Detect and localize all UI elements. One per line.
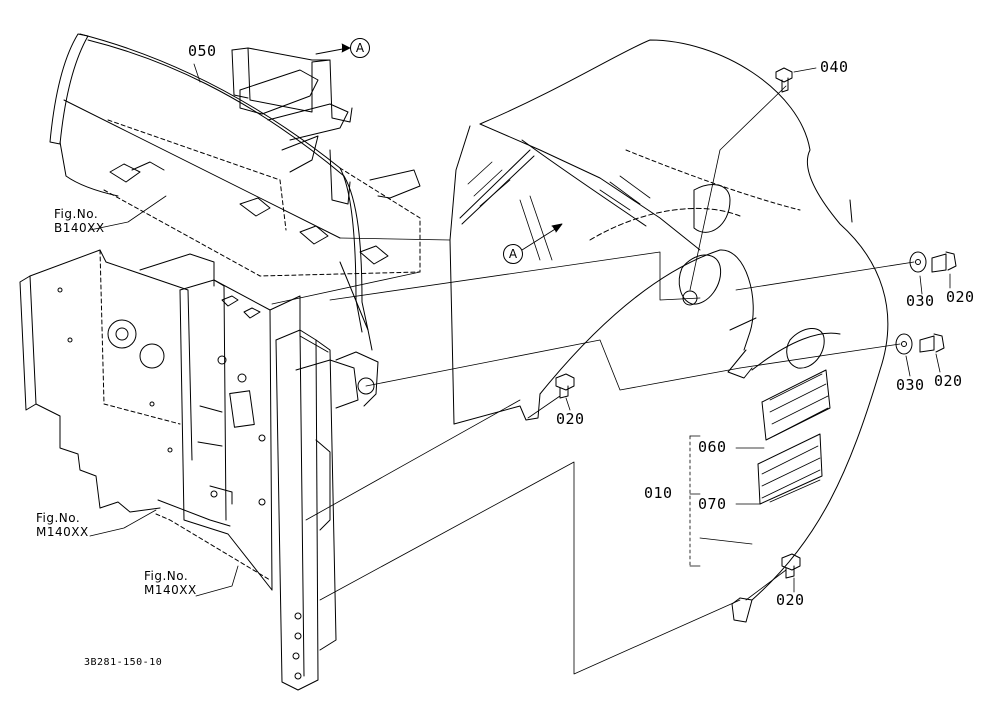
fig-ref-m140-bottom-label: Fig.No. xyxy=(144,569,189,583)
fig-ref-b140: Fig.No. B140XX xyxy=(54,207,105,236)
trim-seal-050 xyxy=(49,33,369,333)
part-label-050: 050 xyxy=(188,42,217,60)
fig-ref-m140-left-label: Fig.No. xyxy=(36,511,81,525)
ref-marker-a-top: A xyxy=(350,38,370,58)
part-label-010: 010 xyxy=(644,484,673,502)
part-label-060: 060 xyxy=(698,438,727,456)
fig-ref-m140-left: Fig.No. M140XX xyxy=(36,511,89,540)
label-sticker-070 xyxy=(757,433,823,505)
top-bracket-frame xyxy=(231,47,421,205)
fender-cover-010 xyxy=(449,39,889,623)
assembly-lines xyxy=(271,85,915,675)
fig-ref-b140-code: B140XX xyxy=(54,220,105,235)
bolt-020-center xyxy=(555,373,575,399)
part-label-020-bottom: 020 xyxy=(776,591,805,609)
washer-030-upper xyxy=(909,251,927,273)
fig-ref-m140-left-code: M140XX xyxy=(36,524,89,539)
part-label-070: 070 xyxy=(698,495,727,513)
fig-ref-b140-label: Fig.No. xyxy=(54,207,99,221)
ref-marker-a-fender: A xyxy=(503,244,523,264)
left-support-frame xyxy=(19,249,215,513)
leader-lines xyxy=(89,63,951,597)
part-label-030-lower: 030 xyxy=(896,376,925,394)
reference-arrows xyxy=(315,43,563,251)
part-label-020-upper: 020 xyxy=(946,288,975,306)
bolt-020-upper-right xyxy=(931,251,957,273)
part-label-040: 040 xyxy=(820,58,849,76)
part-label-020-lower: 020 xyxy=(934,372,963,390)
fender-hatch xyxy=(467,161,651,261)
label-sticker-060 xyxy=(761,369,831,441)
fig-ref-m140-bottom: Fig.No. M140XX xyxy=(144,569,197,598)
main-front-frame xyxy=(155,279,329,591)
drawing-code: 3B281-150-10 xyxy=(84,657,163,668)
bolt-020-lower-right xyxy=(919,333,945,353)
fig-ref-m140-bottom-code: M140XX xyxy=(144,582,197,597)
bolt-020-bottom xyxy=(781,553,801,579)
washer-030-lower xyxy=(895,333,913,355)
bolt-040 xyxy=(775,67,793,93)
part-label-030-upper: 030 xyxy=(906,292,935,310)
side-post xyxy=(275,329,379,691)
part-label-020-center: 020 xyxy=(556,410,585,428)
